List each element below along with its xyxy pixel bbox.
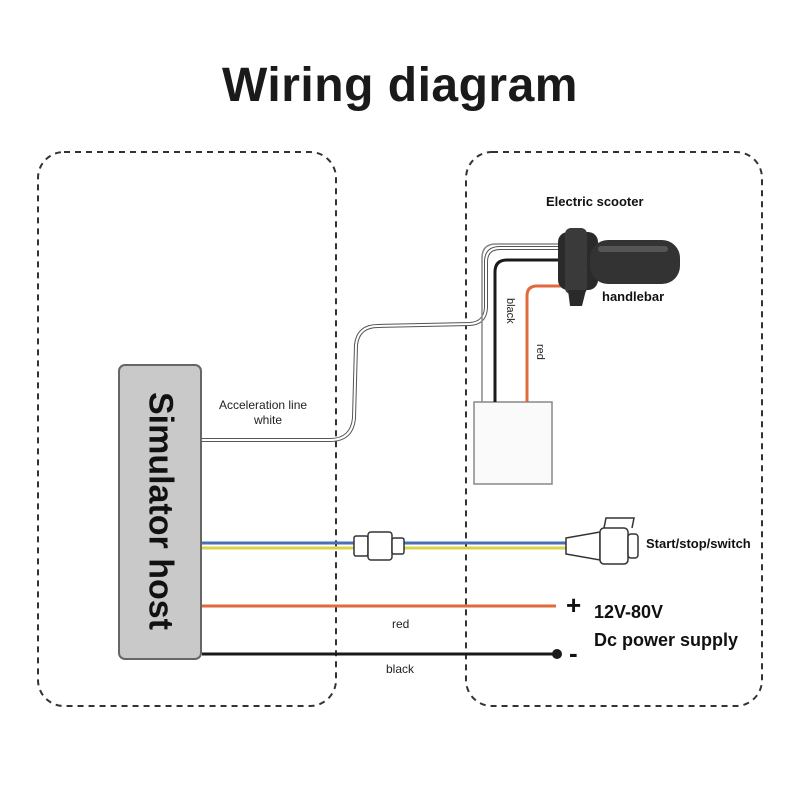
acceleration-line-label: Acceleration line (219, 398, 308, 412)
electric-scooter-label: Electric scooter (546, 194, 644, 209)
power-supply-label: Dc power supply (594, 630, 739, 650)
power-black-wire-label: black (386, 662, 415, 676)
positive-symbol: + (566, 590, 582, 620)
host-panel-border (37, 151, 337, 707)
negative-symbol: - (569, 638, 578, 668)
controller-box (473, 401, 553, 485)
scooter-panel-border (465, 151, 763, 707)
simulator-host-label: Simulator host (141, 391, 180, 631)
simulator-host-box (118, 364, 202, 660)
start-stop-switch (565, 517, 639, 565)
page-title: Wiring diagram (222, 59, 578, 112)
handlebar-grip (558, 228, 680, 306)
power-red-wire-label: red (392, 617, 410, 631)
handlebar-black-wire-label: black (504, 298, 516, 324)
wire-connector (353, 531, 405, 561)
start-stop-switch-label: Start/stop/switch (646, 536, 751, 551)
handlebar-red-wire-label: red (534, 344, 546, 360)
handlebar-black-wire (493, 258, 565, 402)
handlebar-label: handlebar (602, 289, 665, 304)
negative-terminal (552, 649, 562, 659)
acceleration-wire-color-label: white (254, 413, 283, 427)
power-supply-voltage-label: 12V-80V (594, 602, 664, 622)
handlebar-white-wire (481, 243, 565, 402)
handlebar-red-wire (525, 284, 570, 402)
